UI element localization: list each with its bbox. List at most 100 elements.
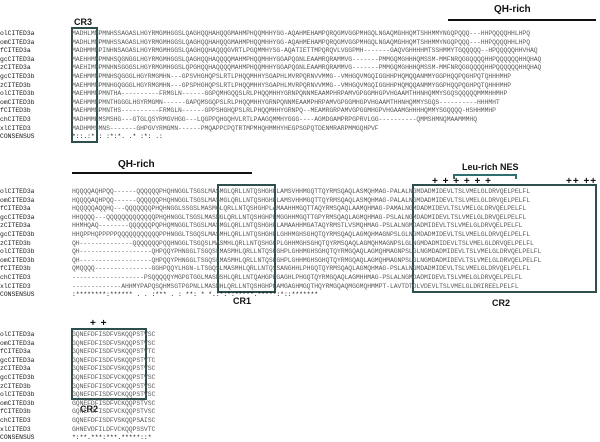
sequence-residues: HQQQQQAQQHQ---QQQQQQQPHQHNGGLSSGSLMASMGL… bbox=[72, 205, 527, 213]
sequence-residues: GQNEFDFISDFVCKQQPSTVSC bbox=[72, 399, 156, 407]
sequence-row: gcCITED3b HHQPPHQPPPPPQQQQQQQQQQQPPHNGGLT… bbox=[0, 231, 600, 239]
sequence-name: fCITED3b bbox=[0, 107, 31, 115]
nes-plus-marks-left: + + + + + + bbox=[432, 176, 492, 187]
sequence-residues: QH-------------------QHPQQYPHNGGLTSGQSLM… bbox=[72, 256, 542, 264]
sequence-name: olCITED3b bbox=[0, 391, 35, 399]
qh-rich-mid-label: QH-rich bbox=[118, 159, 155, 170]
sequence-name: zCITED3b bbox=[0, 239, 31, 247]
sequence-residues: -------------------PSQQQQQYMGPGTGGLMASMS… bbox=[72, 274, 523, 281]
sequence-name: gcCITED3b bbox=[0, 73, 35, 80]
sequence-residues: :********:****** . . :*** . : **: * *.:*… bbox=[72, 291, 319, 299]
sequence-residues: MAEHMMMPMNHGQGGGLHGYRMGMHN---GPSPHGHQPSL… bbox=[72, 81, 512, 89]
sequence-residues: HHQQQQ---QQQQQQQQQQQQQPHQHNGGLTSGSLMASMG… bbox=[72, 213, 527, 221]
qh-rich-top-label: QH-rich bbox=[494, 4, 531, 15]
consensus-row: CONSENSUS*::.:* : :*:*. .* :*: .: bbox=[0, 133, 600, 141]
sequence-residues: GQNEFDFISDFVCKQQPSTVSC bbox=[72, 374, 156, 381]
sequence-name: chCITED3 bbox=[0, 417, 31, 424]
sequence-residues: HHQPPHQPPPPPQQQQQQQQQQQPPHNGGLTSGQSLMASM… bbox=[72, 231, 530, 238]
sequence-row: fCITED3b GQNEFDFISDFVCKQQPSTVSC bbox=[0, 408, 600, 416]
sequence-row: zCITED3a MAEHIMMPMNHNSGGGSLHGYRMGMHGGSLQP… bbox=[0, 64, 600, 72]
sequence-residues: GQNEFDFISDFVCKQQPSTVSC bbox=[72, 391, 156, 399]
sequence-residues: GQNEFDFISDFVSKQQPSTVSC bbox=[72, 365, 156, 373]
sequence-name: chCITED3 bbox=[0, 274, 31, 281]
sequence-name: gcCITED3b bbox=[0, 231, 35, 238]
sequence-residues: MADHMMPMSMSHG---GTGLQSYRMGVHGG---LQGPPQH… bbox=[72, 116, 477, 123]
sequence-residues: GHNEVDFILDFVCKQQPSSVTC bbox=[72, 425, 156, 433]
sequence-residues: MAEHMMMPMNTHGGGLHGYRMGMN------GAPQMSGQPS… bbox=[72, 98, 500, 106]
sequence-name: chCITED3 bbox=[0, 116, 31, 123]
sequence-row: chCITED3 MADHMMPMSMSHG---GTGLQSYRMGVHGG--… bbox=[0, 116, 600, 124]
sequence-residues: MAEHIMMPMNHNSGGGSLHGYRMGMHGGSLQPGHQQHAQQ… bbox=[72, 64, 542, 72]
cr2-bottom-box bbox=[71, 328, 147, 400]
sequence-name: gcCITED3a bbox=[0, 213, 35, 221]
consensus-row: CONSENSUS :********:****** . . :*** . : … bbox=[0, 291, 600, 299]
sequence-residues: MAEHMMMPMNTHA----------FRMGLN------GGPQM… bbox=[72, 90, 508, 98]
sequence-row: omCITED3a MADHLMMPMNHSSAGASLHGYRMGMHGGSLQ… bbox=[0, 39, 600, 47]
consensus-row: CONSENSUS *:**.***:***.*****::* bbox=[0, 434, 600, 442]
sequence-name: CONSENSUS bbox=[0, 291, 35, 299]
sequence-name: gcCITED3b bbox=[0, 374, 35, 381]
sequence-row: zCITED3b MAEHMMMPMNHGQGGGLHGYRMGMHN---GPS… bbox=[0, 82, 600, 90]
sequence-residues: GQNEFDFISDFVSKQQPSAISC bbox=[72, 417, 156, 424]
sequence-name: fCITED3b bbox=[0, 408, 31, 416]
sequence-name: xlCITED3 bbox=[0, 425, 31, 433]
cr2-mid-label: CR2 bbox=[492, 298, 511, 308]
cr2-bottom-plus-marks: + + bbox=[90, 318, 108, 329]
sequence-name: zCITED3a bbox=[0, 64, 31, 72]
sequence-name: zCITED3b bbox=[0, 382, 31, 390]
sequence-row: fCITED3b MAEHMMMPMNTHS----------FRMGLN---… bbox=[0, 107, 600, 115]
leu-rich-nes-bracket bbox=[453, 174, 517, 179]
sequence-name: CONSENSUS bbox=[0, 434, 35, 442]
sequence-row: chCITED3 GQNEFDFISDFVSKQQPSAISC bbox=[0, 417, 600, 425]
sequence-row: omCITED3b GQNEFDFISDFVCKQQPSTVSC bbox=[0, 400, 600, 408]
sequence-row: xlCITED3-------------AHHMYPAPQSQHMSGTPGP… bbox=[0, 283, 600, 291]
sequence-row: omCITED3a HQQQQAQHPQQ------QQQQQQPHQHNGGL… bbox=[0, 197, 600, 205]
sequence-name: fCITED3a bbox=[0, 348, 31, 356]
sequence-name: omCITED3b bbox=[0, 399, 35, 407]
sequence-name: omCITED3a bbox=[0, 339, 35, 347]
nes-plus-marks-right: ++ ++ bbox=[566, 176, 598, 187]
sequence-residues: HQQQQAQHPQQ------QQQQQQPHQHNGGLTSGSLMASM… bbox=[72, 196, 530, 204]
sequence-residues: MADHLMMPMNHSSAGASLHGYRMGMHGGSLQAGHQQHAHQ… bbox=[72, 30, 530, 37]
sequence-residues: GQNEFDFISDFVCKQQPSTVSC bbox=[72, 408, 156, 416]
sequence-name: omCITED3a bbox=[0, 38, 35, 46]
cr2-bottom-label: CR2 bbox=[80, 404, 99, 414]
sequence-name: omCITED3a bbox=[0, 196, 35, 204]
sequence-residues: GQNEFDFISDFVCKQQPSTVSC bbox=[72, 382, 156, 390]
sequence-residues: -------------AHHMYPAPQSQHMSGTPGPNLLMASMH… bbox=[72, 282, 519, 290]
sequence-name: zCITED3a bbox=[0, 222, 31, 230]
sequence-row: gcCITED3b GQNEFDFISDFVCKQQPSTVSC bbox=[0, 374, 600, 382]
sequence-name: gcCITED3a bbox=[0, 55, 35, 63]
sequence-row: xlCITED3 GHNEVDFILDFVCKQQPSSVTC bbox=[0, 426, 600, 434]
sequence-residues: MADHMMSMNS-------GHPGVYRMGMN------PMQAPP… bbox=[72, 124, 379, 132]
qh-rich-mid-bar bbox=[72, 172, 252, 174]
sequence-row: olCITED3b GQNEFDFISDFVCKQQPSTVSC bbox=[0, 391, 600, 399]
sequence-name: olCITED3b bbox=[0, 90, 35, 98]
cr2-mid-box bbox=[412, 184, 597, 293]
sequence-row: olCITED3b MAEHMMMPMNTHA----------FRMGLN--… bbox=[0, 90, 600, 98]
cr3-box bbox=[71, 27, 98, 143]
sequence-residues: MAEHMMMPMNTHS----------FRMGLN------GPPSH… bbox=[72, 107, 496, 115]
sequence-row: gcCITED3a HHQQQQ---QQQQQQQQQQQQQPHQHNGGLT… bbox=[0, 214, 600, 222]
sequence-name: fCITED3b bbox=[0, 265, 31, 273]
sequence-residues: *:**.***:***.*****::* bbox=[72, 434, 152, 442]
sequence-name: olCITED3b bbox=[0, 248, 35, 256]
sequence-name: zCITED3b bbox=[0, 81, 31, 89]
sequence-residues: GQNEFDFISDFVSKQQPSTVTC bbox=[72, 356, 156, 364]
leu-rich-nes-label: Leu-rich NES bbox=[462, 162, 519, 172]
sequence-residues: MADHLMMPMNHSSAGASLHGYRMGMHGGSLQAGHQQHAHQ… bbox=[72, 38, 530, 46]
sequence-residues: GQNEFDFISDFVSKQQPSTVSC bbox=[72, 331, 156, 338]
